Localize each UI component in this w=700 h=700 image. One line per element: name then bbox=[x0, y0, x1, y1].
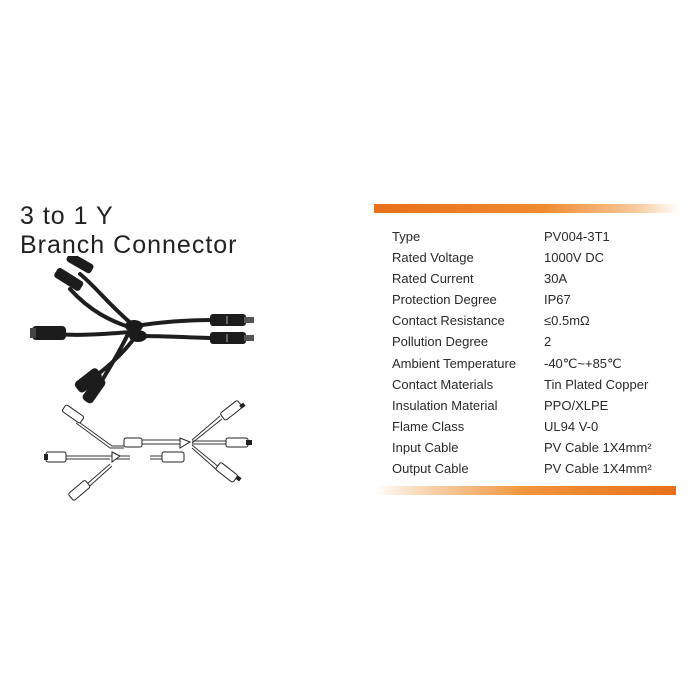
spec-value: PV004-3T1 bbox=[544, 229, 610, 244]
spec-row-input-cable: Input Cable PV Cable 1X4mm² bbox=[392, 437, 682, 458]
orange-divider-top bbox=[374, 204, 680, 213]
spec-row-protection-degree: Protection Degree IP67 bbox=[392, 289, 682, 310]
spec-value: 30A bbox=[544, 271, 568, 287]
spec-row-type: Type PV004-3T1 bbox=[392, 226, 682, 247]
spec-value: Tin Plated Copper bbox=[544, 376, 649, 392]
spec-label: Insulation Material bbox=[392, 397, 498, 413]
spec-label: Protection Degree bbox=[392, 292, 497, 308]
spec-row-rated-current: Rated Current 30A bbox=[392, 268, 682, 289]
spec-value: UL94 V-0 bbox=[544, 418, 599, 434]
spec-row-insulation-material: Insulation Material PPO/XLPE bbox=[392, 395, 682, 416]
spec-value: PV Cable 1X4mm² bbox=[544, 439, 652, 455]
spec-value: 2 bbox=[544, 334, 552, 350]
spec-label: Rated Voltage bbox=[392, 250, 474, 266]
product-title-line-1: 3 to 1 Y bbox=[20, 202, 114, 230]
branch-connector-line-drawing bbox=[44, 400, 252, 501]
spec-label: Contact Materials bbox=[392, 376, 494, 392]
product-title-line-2: Branch Connector bbox=[20, 231, 238, 259]
spec-label: Ambient Temperature bbox=[392, 355, 517, 371]
spec-value: PV Cable 1X4mm² bbox=[544, 461, 652, 477]
spec-value: PPO/XLPE bbox=[544, 397, 609, 413]
spec-label: Pollution Degree bbox=[392, 334, 489, 350]
spec-value: IP67 bbox=[544, 292, 571, 308]
spec-row-ambient-temperature: Ambient Temperature -40℃~+85℃ bbox=[392, 353, 682, 374]
spec-label: Input Cable bbox=[392, 439, 459, 455]
spec-row-rated-voltage: Rated Voltage 1000V DC bbox=[392, 247, 682, 268]
product-title: 3 to 1 Y Branch Connector bbox=[20, 202, 238, 260]
spec-value: -40℃~+85℃ bbox=[544, 355, 622, 371]
spec-label: Contact Resistance bbox=[392, 313, 505, 329]
spec-label: Flame Class bbox=[392, 418, 465, 434]
spec-row-output-cable: Output Cable PV Cable 1X4mm² bbox=[392, 458, 682, 479]
spec-label: Rated Current bbox=[392, 271, 474, 287]
spec-table: Type PV004-3T1 Rated Voltage 1000V DC Ra… bbox=[392, 226, 682, 479]
spec-value: ≤0.5mΩ bbox=[544, 313, 590, 329]
spec-row-contact-materials: Contact Materials Tin Plated Copper bbox=[392, 374, 682, 395]
spec-row-contact-resistance: Contact Resistance ≤0.5mΩ bbox=[392, 310, 682, 331]
branch-connector-photo bbox=[30, 256, 254, 404]
spec-label: Output Cable bbox=[392, 461, 469, 477]
spec-row-pollution-degree: Pollution Degree 2 bbox=[392, 331, 682, 352]
spec-label: Type bbox=[392, 229, 421, 244]
orange-divider-bottom bbox=[374, 486, 676, 495]
spec-row-flame-class: Flame Class UL94 V-0 bbox=[392, 416, 682, 437]
spec-value: 1000V DC bbox=[544, 250, 604, 266]
